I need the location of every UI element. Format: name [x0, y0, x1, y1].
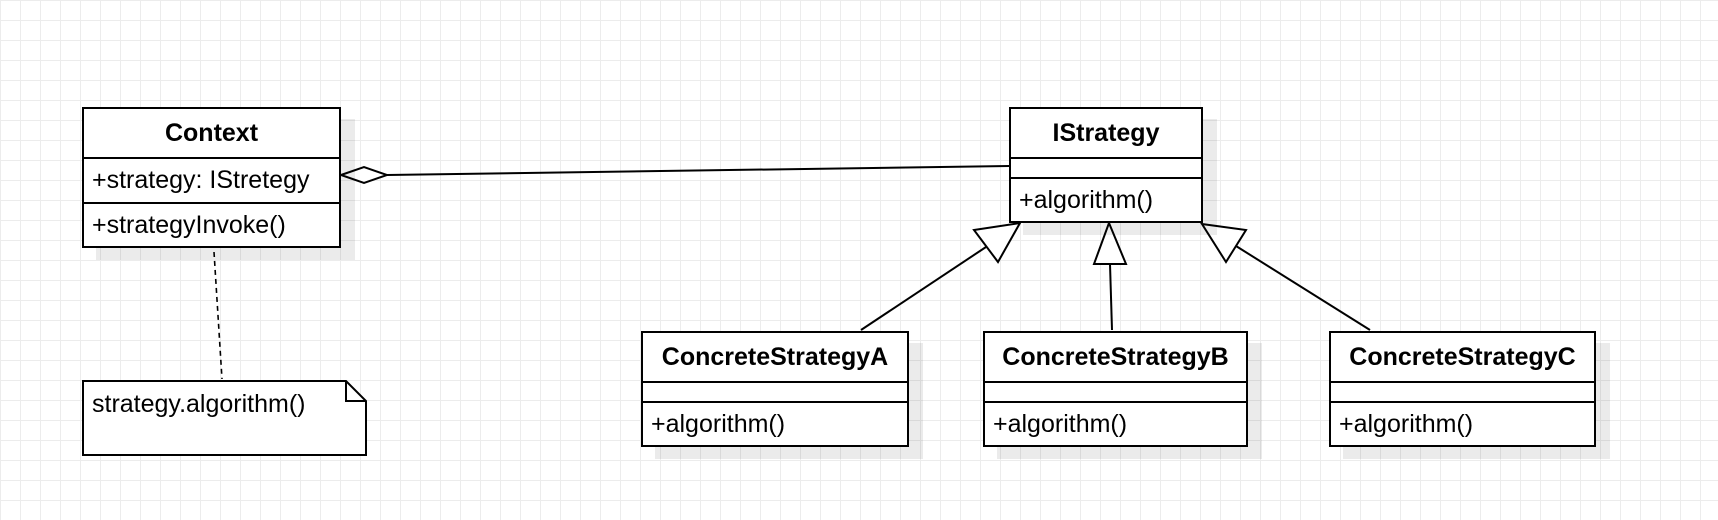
aggregation-line [386, 165, 1010, 176]
class-name: ConcreteStrategyC [1331, 333, 1594, 383]
class-name: Context [84, 109, 339, 159]
class-operation: +algorithm() [1339, 409, 1474, 438]
note-connector [213, 251, 223, 380]
class-attributes-empty [985, 383, 1246, 403]
generalization-arrow-c [1200, 222, 1248, 264]
concrete-strategy-c-class[interactable]: ConcreteStrategyC +algorithm() [1329, 331, 1596, 447]
generalization-arrow-a [972, 221, 1022, 264]
concrete-strategy-b-class[interactable]: ConcreteStrategyB +algorithm() [983, 331, 1248, 447]
class-attributes-empty [1331, 383, 1594, 403]
class-operation: +algorithm() [1019, 185, 1154, 214]
aggregation-diamond [337, 165, 391, 185]
class-attributes-empty [643, 383, 907, 403]
context-class[interactable]: Context +strategy: IStretegy +strategyIn… [82, 107, 341, 248]
generalization-arrow-b [1092, 220, 1128, 265]
class-name: ConcreteStrategyA [643, 333, 907, 383]
class-operation: +algorithm() [651, 409, 786, 438]
class-name: ConcreteStrategyB [985, 333, 1246, 383]
generalization-line-c [1235, 245, 1371, 331]
class-operation: +algorithm() [993, 409, 1128, 438]
class-operation: +strategyInvoke() [92, 210, 286, 239]
generalization-line-a [860, 246, 987, 331]
istrategy-class[interactable]: IStrategy +algorithm() [1009, 107, 1203, 223]
concrete-strategy-a-class[interactable]: ConcreteStrategyA +algorithm() [641, 331, 909, 447]
class-attributes-empty [1011, 159, 1201, 179]
class-attribute: +strategy: IStretegy [84, 159, 339, 204]
note-text: strategy.algorithm() [92, 390, 306, 418]
generalization-line-b [1109, 263, 1113, 331]
class-name: IStrategy [1011, 109, 1201, 159]
